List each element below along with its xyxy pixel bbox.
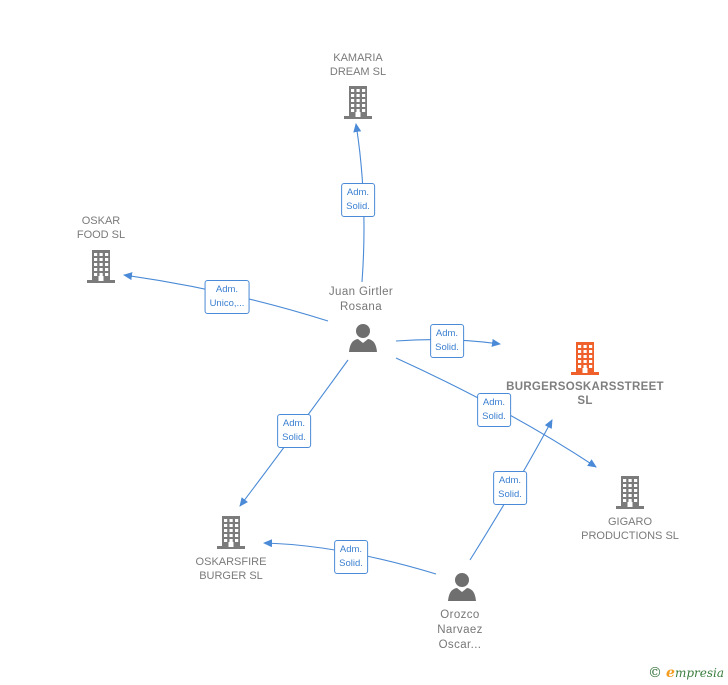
building-icon-burger[interactable] (571, 342, 599, 375)
company-label-oskarsfire[interactable]: OSKARSFIRE BURGER SL (196, 555, 267, 583)
person-label-line: Oscar... (438, 639, 482, 651)
relation-badge-line: Solid. (482, 411, 506, 422)
company-label-line: DREAM SL (329, 66, 387, 78)
relation-badge-orozco-oskarsfire[interactable]: Adm. Solid. (334, 540, 368, 574)
relation-badge-line: Adm. (339, 544, 363, 555)
building-icon-kamaria[interactable] (344, 86, 372, 119)
company-label-line: FOOD SL (76, 229, 126, 241)
company-label-line: BURGER SL (199, 570, 263, 582)
person-label-line: Narvaez (437, 624, 483, 636)
relation-badge-line: Solid. (435, 342, 459, 353)
relation-badge-juan-burger[interactable]: Adm. Solid. (430, 324, 464, 358)
relation-badge-line: Adm. (482, 397, 506, 408)
company-label-gigaro[interactable]: GIGARO PRODUCTIONS SL (581, 515, 679, 543)
relation-badge-line: Solid. (282, 432, 306, 443)
person-label-line: Orozco (440, 609, 480, 621)
company-label-line: OSKARSFIRE (195, 556, 267, 568)
person-label-line: Rosana (339, 301, 383, 313)
company-label-line: OSKAR (81, 215, 121, 227)
relation-badge-line: Adm. (435, 328, 459, 339)
relation-badge-line: Adm. (282, 418, 306, 429)
person-label-line: Juan Girtler (328, 286, 394, 298)
relation-badge-juan-kamaria[interactable]: Adm. Solid. (341, 183, 375, 217)
building-icon-oskarsfire[interactable] (217, 516, 245, 549)
relation-badge-juan-oskarsfire[interactable]: Adm. Solid. (277, 414, 311, 448)
logo-text: mpresia (674, 666, 724, 680)
building-icon-gigaro[interactable] (616, 476, 644, 509)
relation-badge-juan-gigaro[interactable]: Adm. Solid. (477, 393, 511, 427)
company-label-line: PRODUCTIONS SL (581, 530, 679, 542)
company-label-burger[interactable]: BURGERSOSKARSSTREET SL (506, 380, 664, 408)
building-icon-oskar-food[interactable] (87, 250, 115, 283)
relation-badge-line: Solid. (346, 201, 370, 212)
company-label-kamaria[interactable]: KAMARIA DREAM SL (330, 51, 386, 79)
relation-badge-juan-oskarfood[interactable]: Adm. Unico,... (204, 280, 250, 314)
company-label-line: BURGERSOSKARSSTREET (506, 381, 664, 393)
relation-badge-line: Solid. (339, 558, 363, 569)
company-label-line: GIGARO (607, 516, 653, 528)
relation-badge-line: Solid. (498, 489, 522, 500)
copyright-symbol: © (648, 665, 663, 681)
logo-initial: e (666, 665, 675, 681)
relation-badge-orozco-burger[interactable]: Adm. Solid. (493, 471, 527, 505)
relation-badge-line: Adm. (215, 284, 239, 295)
person-icon-juan[interactable] (349, 324, 377, 352)
company-label-line: SL (577, 395, 593, 407)
relation-badge-line: Unico,... (209, 298, 245, 309)
person-icon-orozco[interactable] (448, 573, 476, 601)
company-label-line: KAMARIA (333, 52, 383, 64)
empresia-logo: ©empresia (648, 665, 724, 681)
relation-badge-line: Adm. (498, 475, 522, 486)
relation-badge-line: Adm. (346, 187, 370, 198)
company-label-oskar-food[interactable]: OSKAR FOOD SL (77, 214, 125, 242)
